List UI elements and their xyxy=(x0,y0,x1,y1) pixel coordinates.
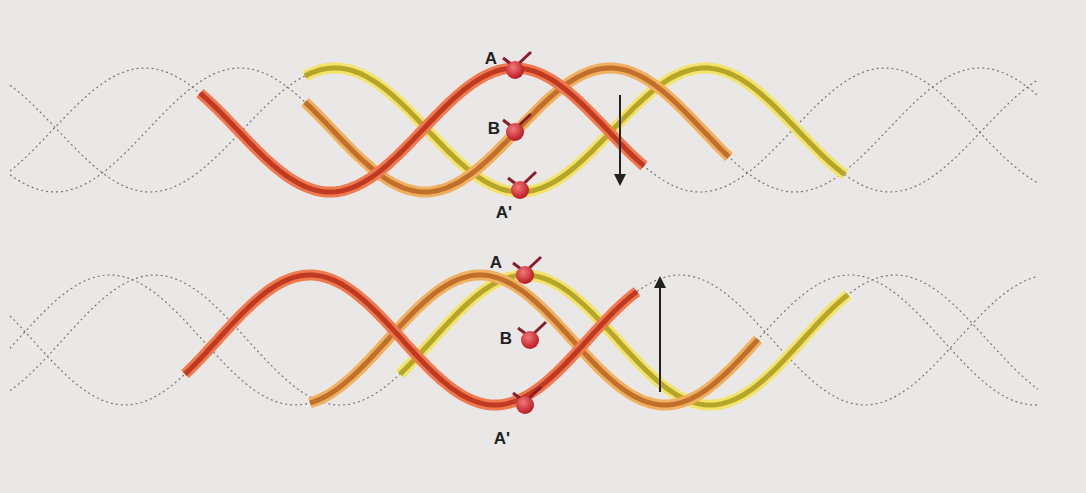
wave-line xyxy=(10,68,1038,192)
point-label: A xyxy=(485,50,497,67)
wave-line xyxy=(10,68,1038,192)
wave-line xyxy=(305,68,845,192)
point-label: A' xyxy=(494,430,510,447)
particle-dot xyxy=(516,396,534,414)
particle-dot xyxy=(506,123,524,141)
point-label: B xyxy=(488,120,500,137)
point-label: B xyxy=(500,330,512,347)
motion-arrow xyxy=(659,282,661,392)
particle-dot xyxy=(511,181,529,199)
particle-dot xyxy=(521,331,539,349)
wave-line xyxy=(200,68,644,192)
wave-line xyxy=(10,275,1038,405)
wave-line xyxy=(305,68,845,192)
particle-dot xyxy=(506,61,524,79)
motion-arrow xyxy=(619,95,621,180)
wave-line xyxy=(185,275,637,405)
particle-dot xyxy=(516,266,534,284)
dashed-waves xyxy=(10,68,1038,405)
wave-line xyxy=(10,275,1038,405)
wave-line xyxy=(10,275,1038,405)
wave-line xyxy=(10,68,1038,192)
wave-line xyxy=(185,275,637,405)
colored-waves xyxy=(185,68,848,405)
point-label: A xyxy=(490,254,502,271)
particles xyxy=(503,52,546,414)
point-label: A' xyxy=(496,204,512,221)
wave-line xyxy=(200,68,644,192)
